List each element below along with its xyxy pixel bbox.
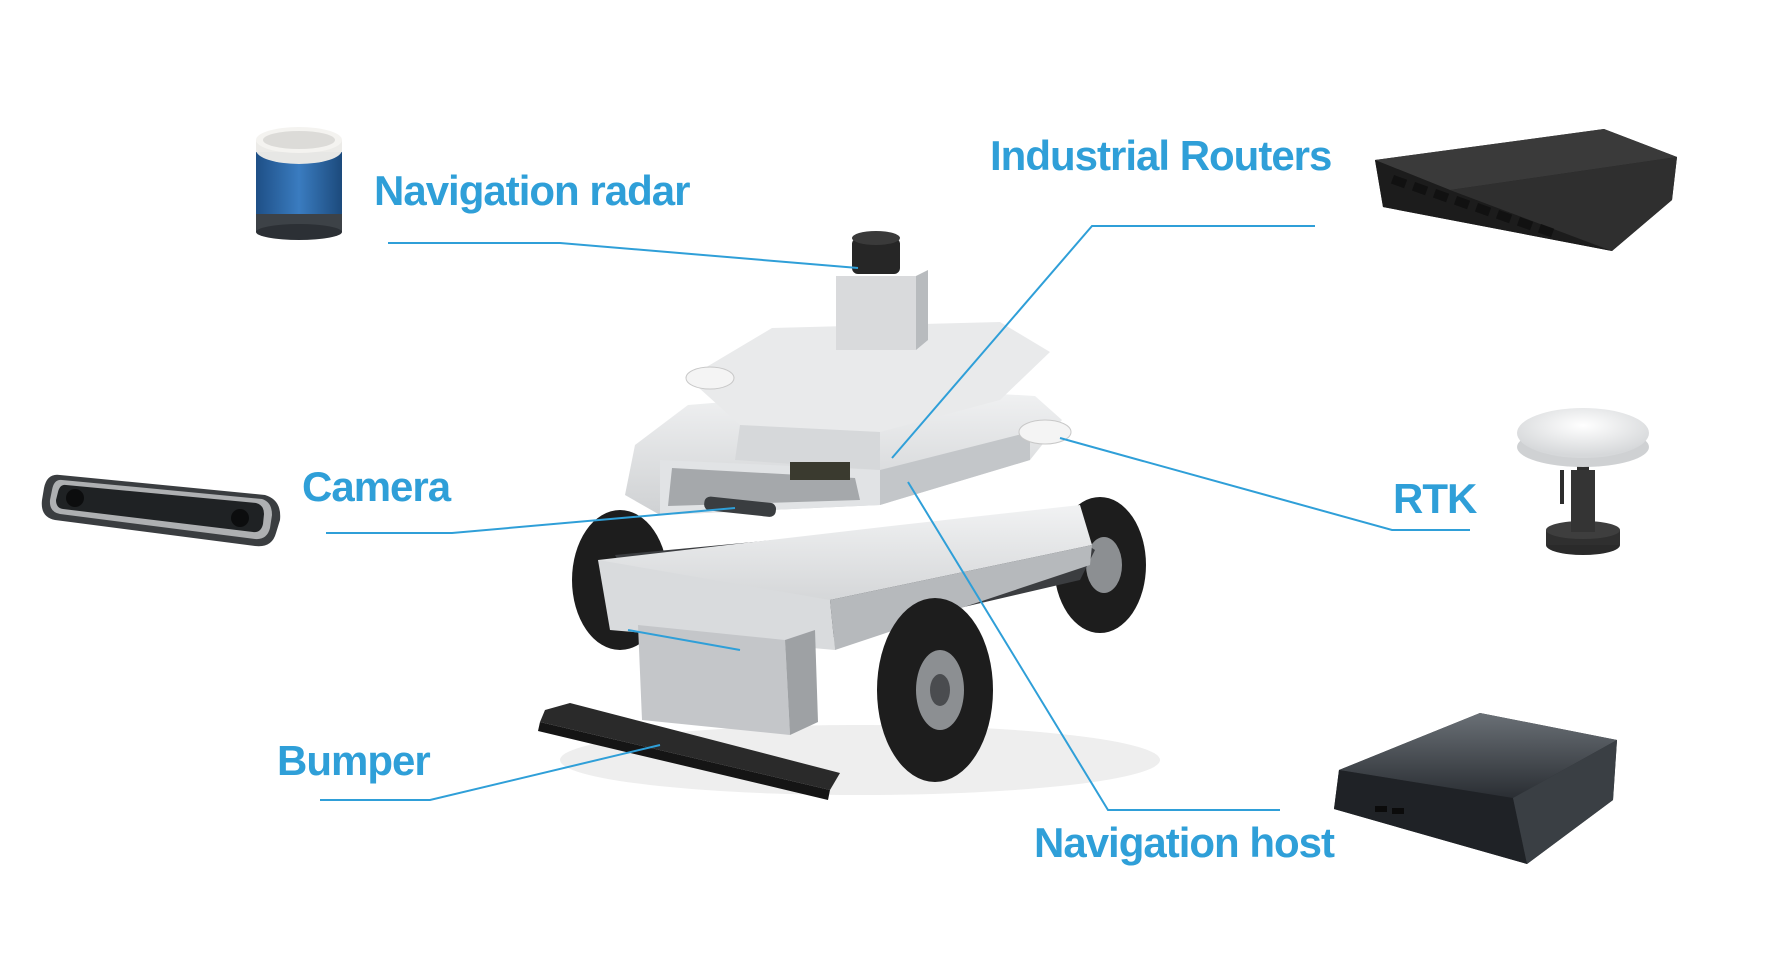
leader-line-bumper [320,744,661,801]
label-camera: Camera [302,463,451,510]
bumper-bar-icon [538,703,840,800]
leader-line-routers [891,225,1315,459]
leader-line-camera [326,507,736,534]
router-icon [1375,129,1677,251]
leader-line-rtk [1059,437,1470,531]
computer-box-icon [1334,713,1617,864]
gnss-antenna-icon [1517,408,1649,555]
label-rtk: RTK [1393,475,1477,522]
label-industrial-routers: Industrial Routers [990,132,1332,179]
leader-line-host [907,481,1280,811]
label-navigation-host: Navigation host [1034,819,1335,866]
label-navigation-radar: Navigation radar [374,167,690,214]
stereo-camera-icon [41,474,281,547]
leader-line-radar [388,242,859,269]
leader-lines [320,225,1470,811]
robot-vehicle-illustration [560,231,1160,795]
lidar-icon [256,127,342,240]
label-bumper: Bumper [277,737,431,784]
